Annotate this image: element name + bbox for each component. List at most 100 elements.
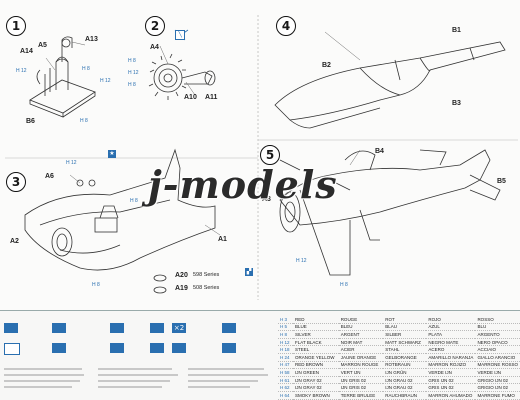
part-a10: A10 (184, 94, 197, 101)
color-fr: ARGENT (338, 330, 384, 339)
part-b4: B4 (375, 148, 384, 155)
step-4-badge: 4 (276, 16, 296, 36)
aircraft-drawing (279, 149, 501, 276)
pin-icon (52, 323, 66, 333)
color-it: MARRONE ROSSO (475, 361, 520, 370)
paint-icon (150, 323, 164, 333)
watermark-logo: j-models (148, 162, 338, 207)
part-a3: A3 (262, 196, 271, 203)
x2-icon: ×2 (172, 323, 186, 333)
paint-callout: H 8 (92, 282, 100, 288)
color-de: RAUCHBRAUN (383, 391, 427, 400)
color-fr: TERRE BRULEE (338, 391, 384, 400)
paint-callout: H 8 (128, 58, 136, 64)
wing-drawing (274, 41, 506, 129)
paint-callout: H 12 (16, 68, 27, 74)
color-fr: IJN GRIS 02 (338, 383, 384, 392)
color-es: PLATA (426, 330, 476, 339)
part-b6: B6 (26, 118, 35, 125)
color-code: H 3 (278, 316, 294, 324)
color-fr: BLEU (338, 323, 384, 332)
part-a6: A6 (45, 173, 54, 180)
color-fr: ROUGE (338, 316, 384, 324)
color-it: VERDE IJN (475, 368, 520, 377)
sand-icon (52, 343, 66, 353)
color-fr: NOIR MAT (338, 338, 384, 347)
color-es: MARRON AHUMADO (426, 391, 476, 400)
color-code: H 47 (278, 361, 294, 370)
color-en: ORANGE YELLOW (293, 353, 339, 362)
color-de: IJN GRAU 02 (383, 376, 427, 385)
option-icon (222, 343, 236, 353)
part-a4: A4 (150, 44, 159, 51)
color-de: MATT SCHWARZ (383, 338, 427, 347)
paint-callout: H 12 (66, 160, 77, 166)
color-en: STEEL (293, 345, 339, 354)
part-b5: B5 (497, 178, 506, 185)
cut-icon: ╲ (175, 30, 185, 40)
glue-icon (150, 343, 164, 353)
color-code: H 58 (278, 368, 294, 377)
part-a5: A5 (38, 42, 47, 49)
color-de: ROTBRAUN (383, 361, 427, 370)
color-es: ACERO (426, 345, 476, 354)
color-it: NERO OPACO (475, 338, 520, 347)
variant-a19: 508 Series (193, 285, 220, 291)
color-it: ROSSO (475, 316, 520, 324)
part-a11: A11 (205, 94, 218, 101)
drill-icon (4, 343, 20, 355)
color-es: VERDE IJN (426, 368, 476, 377)
paint-callout: H 12 (128, 70, 139, 76)
engine-drawing (148, 29, 216, 100)
color-en: SMOKY BROWN (293, 391, 339, 400)
step-1-badge: 1 (6, 16, 26, 36)
color-en: RED (293, 316, 339, 324)
color-es: GRIS IJN 02 (426, 376, 476, 385)
color-es: NEGRO MATE (426, 338, 476, 347)
decal-star-icon: ★ (108, 150, 116, 158)
color-en: IJN GRAY 02 (293, 376, 339, 385)
color-it: ACCIAIO (475, 345, 520, 354)
color-de: ROT (383, 316, 427, 324)
color-de: IJN GRÜN (383, 368, 427, 377)
color-code: H 12 (278, 338, 294, 347)
color-it: GIALLO ARANCIO (475, 353, 520, 362)
color-es: AMARILLO NARANJA (426, 353, 476, 362)
variant-a20: 598 Series (193, 272, 220, 278)
fuselage-drawing (24, 148, 216, 294)
remove-icon (172, 343, 186, 353)
color-code: H 62 (278, 383, 294, 392)
paint-callout: H 12 (100, 78, 111, 84)
color-de: GELBORANGE (383, 353, 427, 362)
color-es: ROJO (426, 316, 476, 324)
decal-star-icon (222, 323, 236, 333)
part-a14: A14 (20, 48, 33, 55)
color-fr: MARRON ROUGE (338, 361, 384, 370)
color-en: RED BROWN (293, 361, 339, 370)
color-it: GRIGIO IJN 02 (475, 383, 520, 392)
color-code: H 8 (278, 330, 294, 339)
color-es: AZUL (426, 323, 476, 332)
paint-callout: H 12 (296, 258, 307, 264)
cement-icon (4, 323, 18, 333)
color-es: GRIS IJN 02 (426, 383, 476, 392)
color-de: STAHL (383, 345, 427, 354)
color-en: SILVER (293, 330, 339, 339)
instruction-fine-print (4, 368, 268, 388)
color-en: FLAT BLACK (293, 338, 339, 347)
assemble-icon (110, 343, 124, 353)
color-it: ARGENTO (475, 330, 520, 339)
color-fr: VERT IJN (338, 368, 384, 377)
